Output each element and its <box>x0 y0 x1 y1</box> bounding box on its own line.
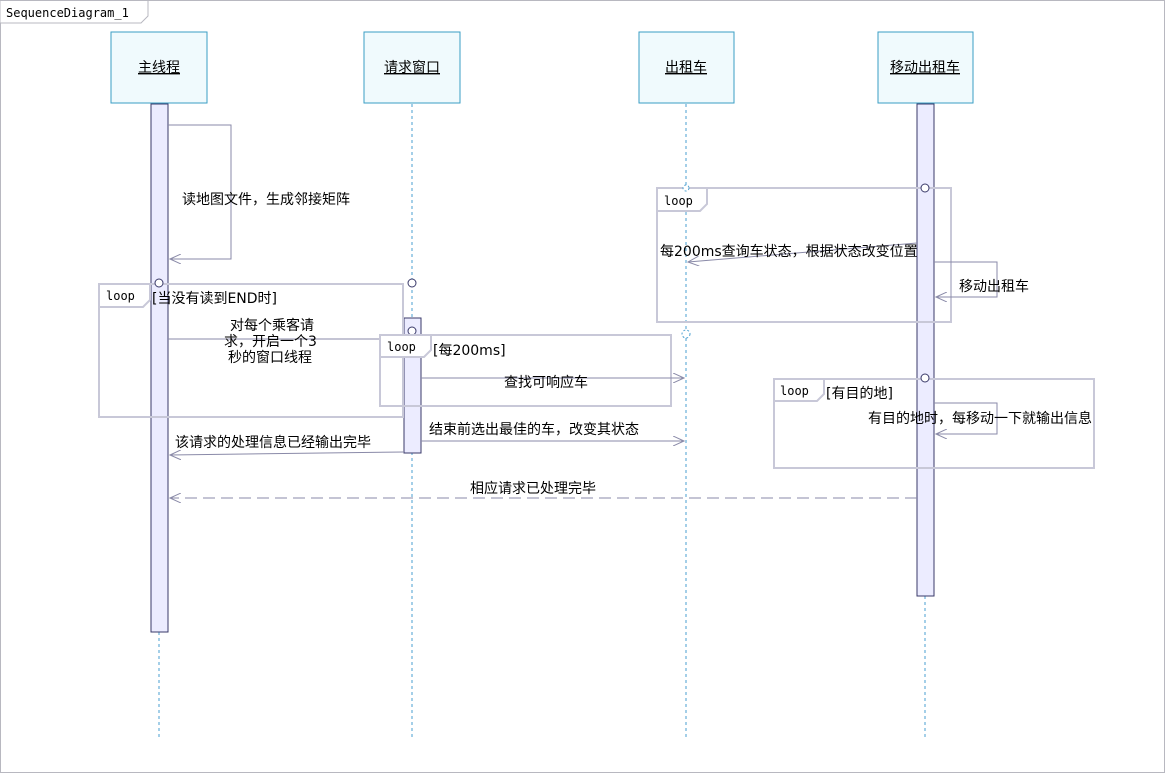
lifeline-window-label: 请求窗口 <box>384 59 440 76</box>
activation-main[interactable] <box>150 103 169 633</box>
message-response-done: 相应请求已处理完毕 <box>470 480 596 497</box>
message-query-state: 每200ms查询车状态，根据状态改变位置 <box>660 243 918 260</box>
message-has-dest: 有目的地时，每移动一下就输出信息 <box>868 410 1092 427</box>
frame-anchor-window <box>407 278 417 288</box>
message-read-map: 读地图文件，生成邻接矩阵 <box>182 191 350 208</box>
loop-frame-moving-state-operator: loop <box>664 194 693 208</box>
message-read-map-line[interactable] <box>168 124 232 259</box>
frame-anchor-bottom-taxi <box>681 329 691 339</box>
lifeline-main[interactable]: 主线程 <box>110 31 208 104</box>
message-move-taxi: 移动出租车 <box>959 278 1029 295</box>
lifeline-moving-label: 移动出租车 <box>890 59 960 76</box>
message-request-done: 该请求的处理信息已经输出完毕 <box>175 434 371 451</box>
message-per-passenger-line2: 求，开启一个3 <box>224 334 317 350</box>
loop-frame-every-200ms-operator: loop <box>387 340 416 354</box>
loop-frame-has-destination-guard: [有目的地] <box>826 386 893 402</box>
loop-frame-has-destination-operator: loop <box>780 384 809 398</box>
message-find-taxi: 查找可响应车 <box>504 374 588 391</box>
frame-anchor-main <box>154 278 164 288</box>
diagram-title: SequenceDiagram_1 <box>6 6 129 20</box>
lifeline-window[interactable]: 请求窗口 <box>363 31 461 104</box>
message-query-state-line[interactable] <box>688 242 918 262</box>
loop-frame-moving-state[interactable]: loop <box>656 187 952 323</box>
message-request-done-line[interactable] <box>170 452 405 455</box>
message-has-dest-line[interactable] <box>934 402 998 434</box>
lifeline-taxi[interactable]: 出租车 <box>638 31 735 104</box>
lifeline-taxi-label: 出租车 <box>665 59 707 76</box>
loop-frame-every-200ms-guard: [每200ms] <box>433 343 506 359</box>
frame-anchor-top-moving <box>920 183 930 193</box>
loop-frame-every-200ms[interactable]: loop [每200ms] <box>379 334 672 407</box>
frame-anchor-top-taxi <box>682 184 690 192</box>
loop-frame-read-end-guard: [当没有读到END时] <box>152 290 277 307</box>
message-per-passenger-line1: 对每个乘客请 <box>230 317 314 334</box>
message-per-passenger-line3: 秒的窗口线程 <box>228 349 312 366</box>
activation-moving[interactable] <box>916 103 935 597</box>
message-choose-best: 结束前选出最佳的车，改变其状态 <box>429 421 639 438</box>
lifeline-moving[interactable]: 移动出租车 <box>877 31 974 104</box>
activation-window-start <box>407 326 417 336</box>
lifeline-main-label: 主线程 <box>138 60 180 76</box>
diagram-tab <box>0 0 149 24</box>
loop-frame-read-end-operator: loop <box>106 289 135 303</box>
message-move-taxi-line[interactable] <box>934 261 998 297</box>
frame-anchor-destination <box>920 373 930 383</box>
loop-frame-has-destination[interactable]: loop [有目的地] <box>773 378 1095 469</box>
